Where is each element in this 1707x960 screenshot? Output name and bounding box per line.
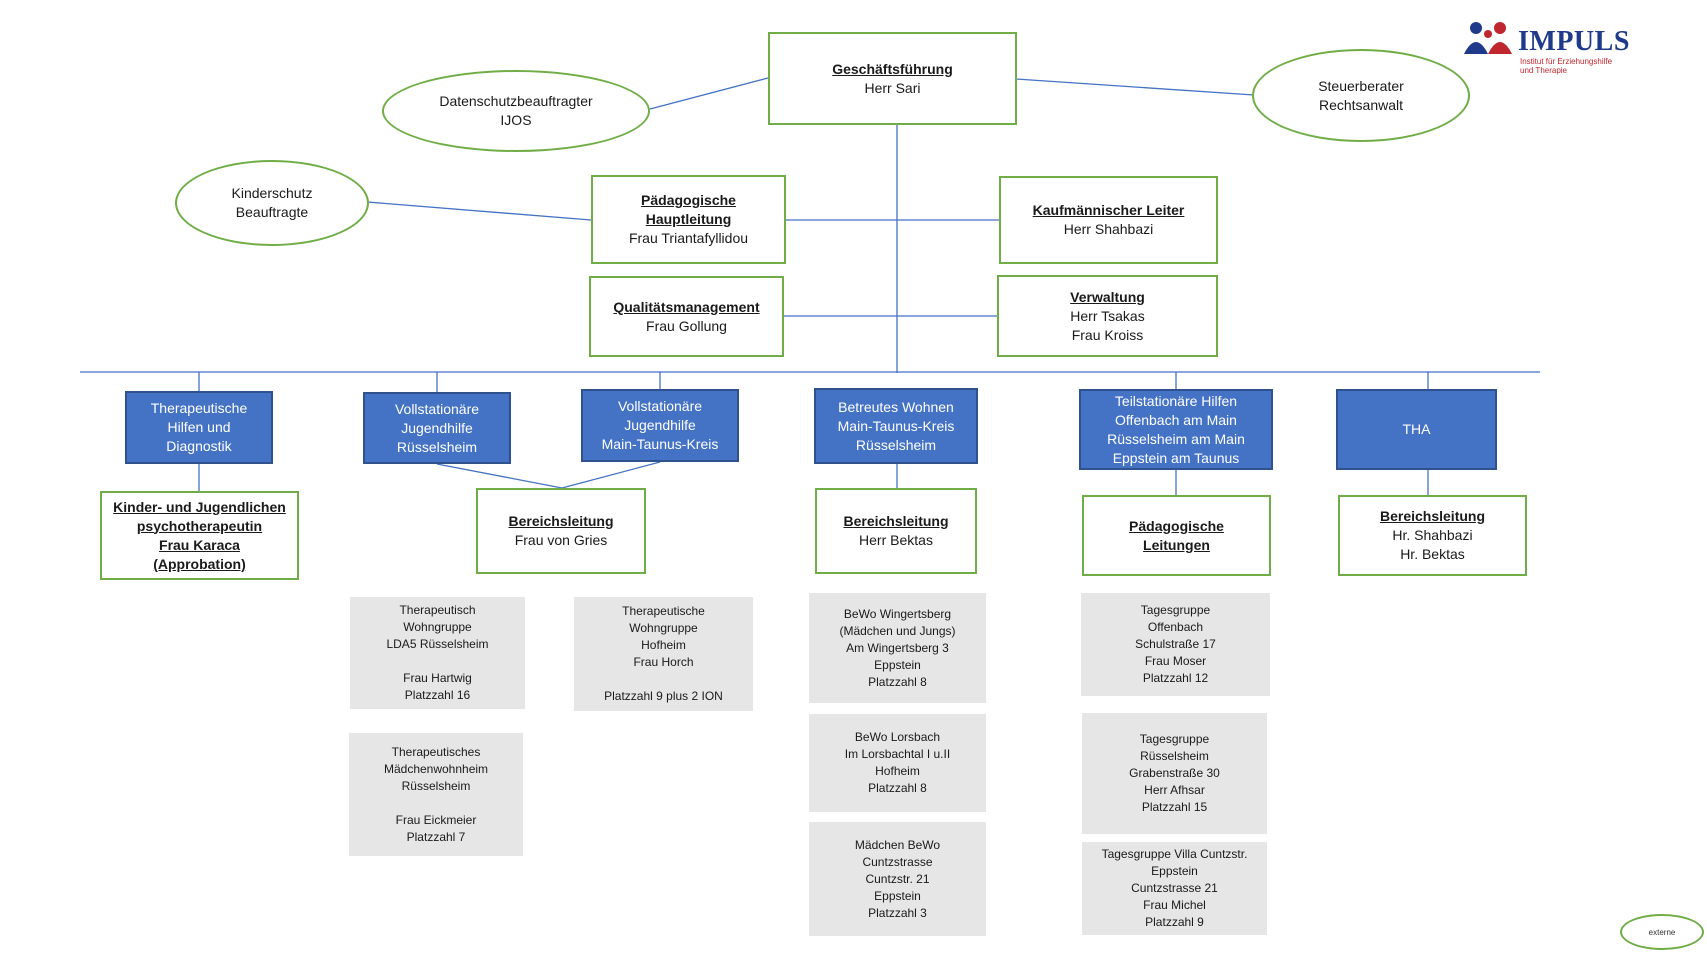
unit-maedchen-bewo: Mädchen BeWo Cuntzstrasse Cuntzstr. 21 E… (809, 822, 986, 936)
dept-vollstationaer-ruesselsheim: Vollstationäre Jugendhilfe Rüsselsheim (363, 392, 511, 464)
qm-box: Qualitätsmanagement Frau Gollung (589, 276, 784, 357)
dept-therapeutische-hilfen: Therapeutische Hilfen und Diagnostik (125, 391, 273, 464)
datenschutz-oval: Datenschutzbeauftragter IJOS (382, 70, 650, 152)
paed-hauptleitung-box: Pädagogische Hauptleitung Frau Triantafy… (591, 175, 786, 264)
verwaltung-persons: Herr Tsakas Frau Kroiss (1070, 307, 1145, 343)
paed-hauptleitung-person: Frau Triantafyllidou (628, 230, 749, 246)
dept-betreutes-wohnen: Betreutes Wohnen Main-Taunus-Kreis Rüsse… (814, 388, 978, 464)
paed-leitungen-title: Pädagogische Leitungen (1129, 517, 1224, 553)
geschaeftsfuehrung-person: Herr Sari (864, 79, 921, 96)
paed-hauptleitung-title: Pädagogische Hauptleitung (641, 192, 736, 227)
logo-wordmark: IMPULS (1518, 26, 1630, 57)
kaufm-leiter-box: Kaufmännischer Leiter Herr Shahbazi (999, 176, 1218, 264)
geschaeftsfuehrung-title: Geschäftsführung (832, 60, 953, 77)
bereichsleitung-vollstationaer-title: Bereichsleitung (508, 513, 614, 529)
kinderschutz-oval: Kinderschutz Beauftragte (175, 160, 369, 246)
bereichsleitung-bewo-person: Herr Bektas (859, 532, 933, 548)
kjp-box: Kinder- und Jugendlichen psychotherapeut… (100, 491, 299, 580)
bereichsleitung-vollstationaer-person: Frau von Gries (514, 532, 608, 548)
family-logo-icon (1464, 22, 1512, 54)
unit-tg-offenbach: Tagesgruppe Offenbach Schulstraße 17 Fra… (1081, 593, 1270, 696)
unit-twg-lda5: Therapeutisch Wohngruppe LDA5 Rüsselshei… (350, 597, 525, 709)
paed-leitungen-box: Pädagogische Leitungen (1082, 495, 1271, 576)
kjp-title: Kinder- und Jugendlichen psychotherapeut… (113, 498, 286, 572)
dept-teilstationaere-hilfen: Teilstationäre Hilfen Offenbach am Main … (1079, 389, 1273, 470)
unit-twg-hofheim: Therapeutische Wohngruppe Hofheim Frau H… (574, 597, 753, 711)
bereichsleitung-bewo-box: Bereichsleitung Herr Bektas (815, 488, 977, 574)
legend-externe-oval: externe (1620, 914, 1704, 950)
unit-bewo-wingertsberg: BeWo Wingertsberg (Mädchen und Jungs) Am… (809, 593, 986, 703)
unit-bewo-lorsbach: BeWo Lorsbach Im Lorsbachtal I u.II Hofh… (809, 714, 986, 812)
geschaeftsfuehrung-box: Geschäftsführung Herr Sari (768, 32, 1017, 125)
qm-title: Qualitätsmanagement (613, 298, 760, 315)
steuerberater-oval: Steuerberater Rechtsanwalt (1252, 49, 1470, 142)
bereichsleitung-vollstationaer-box: Bereichsleitung Frau von Gries (476, 488, 646, 574)
bereichsleitung-tha-box: Bereichsleitung Hr. Shahbazi Hr. Bektas (1338, 495, 1527, 576)
bereichsleitung-tha-persons: Hr. Shahbazi Hr. Bektas (1392, 527, 1473, 562)
dept-tha: THA (1336, 389, 1497, 470)
verwaltung-box: Verwaltung Herr Tsakas Frau Kroiss (997, 275, 1218, 357)
qm-person: Frau Gollung (646, 317, 727, 334)
logo-subtitle: Institut für Erziehungshilfe und Therapi… (1520, 57, 1613, 75)
impuls-logo: IMPULS Institut für Erziehungshilfe und … (1462, 20, 1632, 76)
unit-tg-villa-cuntzstr: Tagesgruppe Villa Cuntzstr. Eppstein Cun… (1082, 842, 1267, 935)
kaufm-leiter-title: Kaufmännischer Leiter (1032, 202, 1185, 218)
bereichsleitung-tha-title: Bereichsleitung (1379, 508, 1486, 524)
unit-tg-ruesselsheim: Tagesgruppe Rüsselsheim Grabenstraße 30 … (1082, 713, 1267, 834)
unit-maedchenwohnheim: Therapeutisches Mädchenwohnheim Rüsselsh… (349, 733, 523, 856)
kaufm-leiter-person: Herr Shahbazi (1063, 221, 1154, 237)
dept-vollstationaer-mtk: Vollstationäre Jugendhilfe Main-Taunus-K… (581, 389, 739, 462)
verwaltung-title: Verwaltung (1070, 288, 1145, 305)
bereichsleitung-bewo-title: Bereichsleitung (843, 513, 949, 529)
